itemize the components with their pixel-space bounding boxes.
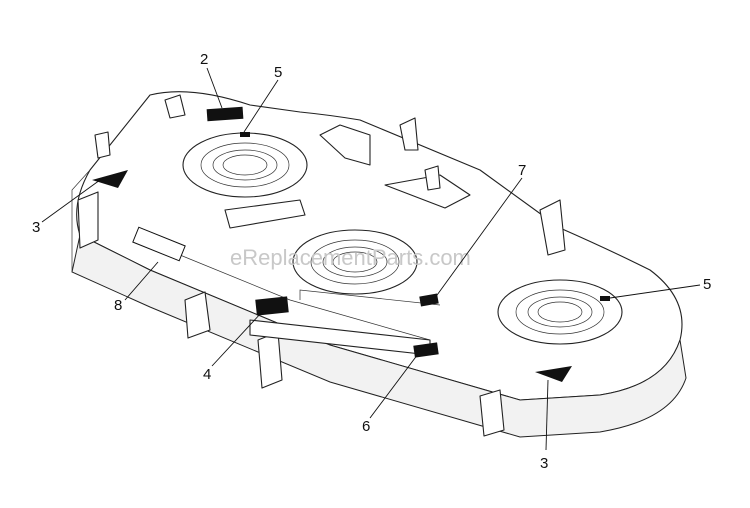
callout-3-left: 3 — [32, 219, 40, 236]
mower-deck — [71, 91, 687, 438]
decal-2 — [206, 106, 244, 122]
callout-4: 4 — [203, 366, 211, 383]
spindle-left — [182, 132, 308, 198]
callout-2: 2 — [200, 51, 208, 68]
decal-3-left — [92, 170, 128, 188]
spindle-right — [497, 279, 623, 345]
deck-front-skirt — [71, 234, 687, 438]
spindle-center — [292, 229, 418, 295]
deck-front-fins — [77, 191, 505, 437]
decal-6 — [413, 342, 439, 358]
decal-7 — [419, 293, 439, 307]
callout-3-right: 3 — [540, 455, 548, 472]
decal-8-brand — [132, 226, 186, 262]
decal-5-left — [240, 132, 250, 137]
decal-5-right — [600, 296, 610, 301]
callout-5-right: 5 — [703, 276, 711, 293]
decal-4 — [255, 296, 289, 316]
callout-5-left: 5 — [274, 64, 282, 81]
leader-lines — [41, 67, 701, 451]
callout-7: 7 — [518, 162, 526, 179]
callout-6: 6 — [362, 418, 370, 435]
decal-3-right — [535, 366, 572, 382]
watermark-text: eReplacementParts.com — [230, 245, 471, 270]
deck-brackets — [94, 94, 566, 256]
callout-8: 8 — [114, 297, 122, 314]
